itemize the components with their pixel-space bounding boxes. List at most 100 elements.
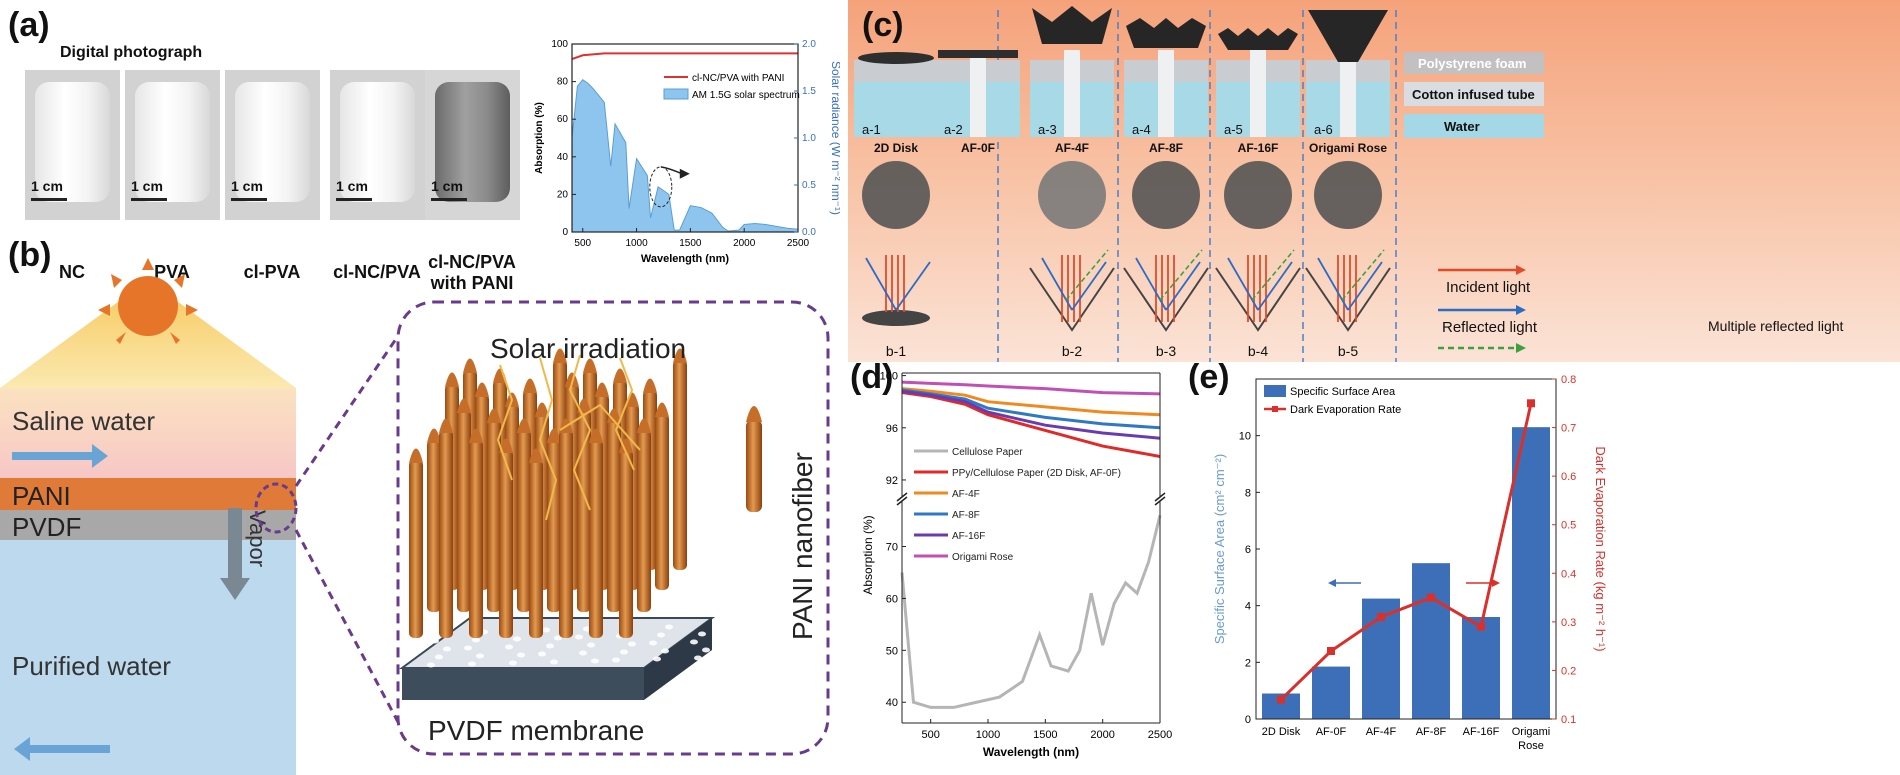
y2-tick-label: 0.7: [1561, 423, 1576, 435]
membrane-pore: [550, 659, 558, 665]
top-view-shape: [862, 161, 930, 229]
sample-label: cl-PVA: [243, 262, 301, 282]
y-axis-label: Absorption (%): [534, 102, 545, 174]
y-tick-label: 50: [886, 645, 898, 657]
sample-cylinder: [35, 82, 110, 202]
water-block: [854, 82, 938, 137]
column-id-label: a-2: [944, 122, 963, 137]
scale-bar-label: 1 cm: [231, 178, 263, 194]
x-tick-label: 2000: [1090, 729, 1114, 741]
series-line: [901, 380, 1161, 396]
y2-tick-label: 1.5: [802, 86, 816, 97]
rose-absorber: [1308, 10, 1388, 62]
membrane-pore: [464, 645, 472, 651]
disk-surface: [862, 310, 930, 326]
cone-surface: [1123, 267, 1209, 332]
y-tick-label: 4: [1245, 601, 1251, 613]
nanofiber-tip: [547, 428, 561, 443]
reflected-ray: [1041, 257, 1073, 311]
membrane-pore: [546, 643, 554, 649]
y-tick-label: 100: [880, 371, 898, 383]
solar-irradiation-text: Solar irradiation: [490, 333, 686, 364]
y-tick-label: 10: [1239, 431, 1251, 443]
y-tick-label: 2: [1245, 657, 1251, 669]
axis-break-mark: [896, 492, 908, 502]
pvdf-layer: [0, 510, 296, 540]
reflected-ray: [1135, 257, 1167, 311]
axis-break-mark: [1154, 496, 1166, 506]
nanofiber-tip: [463, 358, 477, 373]
y-tick-label: 6: [1245, 544, 1251, 556]
x-tick-label: AF-16F: [1463, 726, 1500, 738]
membrane-pore: [472, 637, 480, 643]
scale-bar: [131, 198, 167, 201]
pani-nanofiber: [427, 440, 441, 612]
nanofiber-tip: [637, 418, 651, 433]
panel-a-label: (a): [8, 6, 50, 44]
column-id-label: a-5: [1224, 122, 1243, 137]
y-tick-label: 0: [562, 227, 568, 238]
x-tick-label: 2500: [787, 238, 810, 249]
scale-bar-label: 1 cm: [131, 178, 163, 194]
pani-nanofiber: [469, 440, 483, 638]
legend-polystyrene: Polystyrene foam: [1418, 56, 1526, 71]
membrane-pore: [591, 658, 599, 664]
membrane-pore: [443, 646, 451, 652]
nanofiber-tip: [499, 438, 513, 453]
column-name-label: AF-4F: [1055, 141, 1089, 155]
pani-nanofiber: [619, 450, 633, 638]
membrane-pore: [435, 654, 443, 660]
purified-water-text: Purified water: [12, 651, 171, 681]
y2-tick-label: 2.0: [802, 39, 816, 50]
disk-absorber: [858, 52, 934, 64]
membrane-pore: [517, 652, 525, 658]
scale-bar-label: 1 cm: [336, 178, 368, 194]
rate-point: [1477, 622, 1485, 631]
column-id-label: a-6: [1314, 122, 1333, 137]
scale-bar: [431, 198, 467, 201]
membrane-pore: [690, 639, 698, 645]
column-id-label: a-1: [862, 122, 881, 137]
rate-point: [1527, 399, 1535, 408]
membrane-pore: [702, 647, 710, 653]
vapor-arrow: [220, 508, 250, 600]
top-view-shape: [1132, 161, 1200, 229]
cone-surface: [1305, 267, 1391, 332]
sample-photo: 1 cm: [225, 70, 320, 220]
cotton-tube: [1158, 50, 1174, 137]
y-axis-label: Specific Surface Area (cm² cm⁻²): [1212, 454, 1227, 644]
vapor-text: Vapor: [245, 510, 270, 567]
bar: [1462, 617, 1500, 719]
left-axis-arrowhead: [1328, 579, 1336, 587]
cotton-tube: [1250, 50, 1266, 137]
cotton-tube: [1340, 50, 1356, 137]
axis-break-mark: [1154, 492, 1166, 502]
x-axis-label: Wavelength (nm): [641, 253, 730, 265]
folded-absorber: [1218, 28, 1298, 50]
legend-label: PPy/Cellulose Paper (2D Disk, AF-0F): [952, 468, 1121, 479]
legend-reflected: Reflected light: [1442, 319, 1538, 336]
nanofiber-tip: [457, 398, 471, 413]
pani-nanofiber: [589, 440, 603, 638]
y2-tick-label: 0.0: [802, 227, 816, 238]
y2-tick-label: 0.5: [802, 180, 816, 191]
pani-nanofiber: [529, 460, 543, 638]
sample-cylinder: [435, 82, 510, 202]
legend-label: Cellulose Paper: [952, 447, 1023, 458]
rate-point: [1277, 695, 1285, 704]
pani-layer: [0, 478, 296, 510]
legend-water: Water: [1444, 119, 1480, 134]
y2-tick-label: 0.3: [1561, 617, 1576, 629]
x-tick-label: AF-0F: [1316, 726, 1347, 738]
legend-solar: AM 1.5G solar spectrum: [692, 90, 800, 101]
saline-water-layer: [0, 388, 296, 478]
bar: [1512, 427, 1550, 719]
nanofiber-tip: [445, 372, 459, 387]
sample-cylinder: [340, 82, 415, 202]
nanofiber-tip: [535, 402, 549, 417]
membrane-pore: [661, 648, 669, 654]
panel-c-legend: Polystyrene foam Cotton infused tube Wat…: [1404, 52, 1544, 353]
top-view-shape: [1314, 161, 1382, 229]
